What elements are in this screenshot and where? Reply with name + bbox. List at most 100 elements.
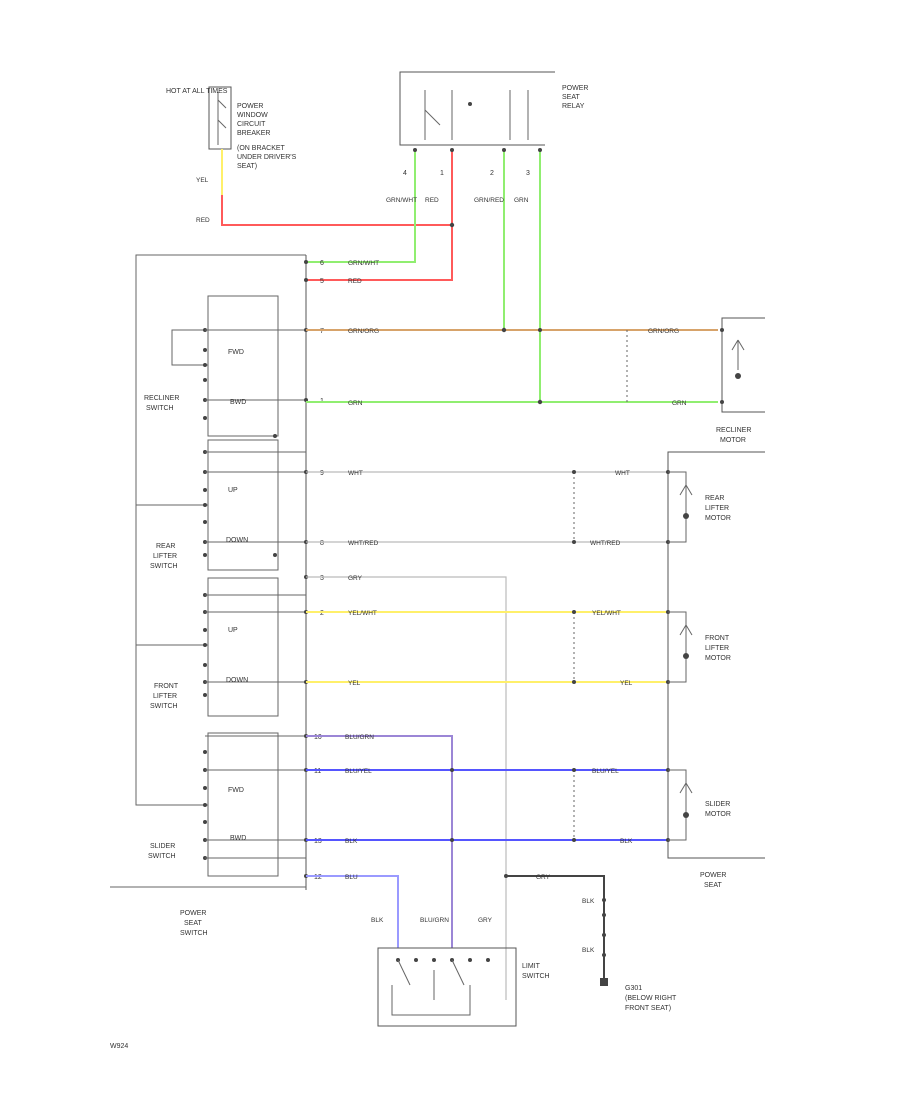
ground-label-3: FRONT SEAT)	[625, 1005, 671, 1012]
figure-id: W924	[110, 1043, 128, 1050]
rear-down-label: DOWN	[226, 537, 248, 544]
blk-ground-label-2: BLK	[582, 947, 595, 954]
front-lifter-switch-label-3: SWITCH	[150, 703, 178, 710]
blk-label-right: BLK	[620, 838, 633, 845]
slider-motor-label: SLIDER	[705, 801, 730, 808]
gry-label: GRY	[348, 575, 363, 582]
power-seat-relay-label-3: RELAY	[562, 103, 585, 110]
red-wire-to-relay	[221, 195, 452, 226]
power-seat-relay-label-2: SEAT	[562, 94, 580, 101]
switch-pin: 8	[320, 540, 324, 547]
gry-limit-label: GRY	[478, 917, 493, 924]
switch-contacts	[203, 328, 277, 860]
ground-label-2: (BELOW RIGHT	[625, 995, 677, 1002]
grn-org-label: GRN/ORG	[348, 328, 379, 335]
power-seat-motors: POWER SEAT REAR LIFTER MOTOR FRONT LIFTE…	[666, 451, 765, 889]
blu-label: BLU	[345, 874, 358, 881]
front-lifter-switch-label: FRONT	[154, 683, 179, 690]
relay-pin-2: 2	[490, 170, 494, 177]
power-window-cb-label-5: (ON BRACKET	[237, 145, 286, 152]
blu-grn-limit-label: BLU/GRN	[420, 917, 449, 924]
yel-wire-label: YEL	[196, 177, 209, 184]
recliner-switch-label-2: SWITCH	[146, 405, 174, 412]
power-seat-relay: POWER SEAT RELAY 4 1 2 3	[399, 71, 588, 177]
hot-at-all-times-label: HOT AT ALL TIMES	[166, 88, 228, 95]
rear-lifter-switch-label: REAR	[156, 543, 175, 550]
wht-red-label: WHT/RED	[348, 540, 379, 547]
yel-wht-label-right: YEL/WHT	[592, 610, 621, 617]
switch-pin: 13	[314, 838, 322, 845]
blk-limit-label: BLK	[371, 917, 384, 924]
blu-grn-wire	[306, 735, 453, 948]
slider-fwd-label: FWD	[228, 787, 244, 794]
red-wire	[306, 150, 453, 281]
blu-yel-label-right: BLU/YEL	[592, 768, 619, 775]
rear-lifter-motor-label-2: LIFTER	[705, 505, 729, 512]
relay-pin-3: 3	[526, 170, 530, 177]
limit-switch-label-2: SWITCH	[522, 973, 550, 980]
ground-g301: BLK BLK GRY G301 (BELOW RIGHT FRONT SEAT…	[504, 874, 677, 1012]
grn-wht-label: GRN/WHT	[386, 197, 417, 204]
recliner-fwd-label: FWD	[228, 349, 244, 356]
power-seat-label-2: SEAT	[704, 882, 722, 889]
power-seat-relay-label: POWER	[562, 85, 588, 92]
recliner-motor-label: RECLINER	[716, 427, 751, 434]
grn-row-label: GRN	[348, 400, 363, 407]
wht-label-right: WHT	[615, 470, 630, 477]
slider-bwd-label: BWD	[230, 835, 246, 842]
rear-lifter-motor-label-3: MOTOR	[705, 515, 731, 522]
power-seat-switch-label-3: SWITCH	[180, 930, 208, 937]
row-red-label: RED	[348, 278, 362, 285]
recliner-motor: RECLINER MOTOR	[716, 317, 765, 444]
ground-label: G301	[625, 985, 642, 992]
rear-lifter-switch-label-2: LIFTER	[153, 553, 177, 560]
yel-row-label: YEL	[348, 680, 361, 687]
limit-switch: LIMIT SWITCH	[377, 947, 550, 1027]
gry-wire	[306, 576, 507, 1000]
power-window-cb-label-3: CIRCUIT	[237, 121, 266, 128]
slider-switch-label: SLIDER	[150, 843, 175, 850]
power-seat-switch-label-2: SEAT	[184, 920, 202, 927]
switch-pin: 7	[320, 328, 324, 335]
grn-org-label-right: GRN/ORG	[648, 328, 679, 335]
slider-motor-label-2: MOTOR	[705, 811, 731, 818]
front-lifter-motor-label: FRONT	[705, 635, 730, 642]
power-window-cb-label: POWER	[237, 103, 263, 110]
grn-label: GRN	[514, 197, 529, 204]
wht-red-label-right: WHT/RED	[590, 540, 621, 547]
rear-lifter-switch-label-3: SWITCH	[150, 563, 178, 570]
slider-switch-label-2: SWITCH	[148, 853, 176, 860]
switch-pin: 3	[320, 575, 324, 582]
rear-up-label: UP	[228, 487, 238, 494]
blu-wire	[306, 875, 399, 948]
switch-pin: 5	[320, 278, 324, 285]
blk-ground-label: BLK	[582, 898, 595, 905]
red-wire-label: RED	[196, 217, 210, 224]
front-lifter-motor-label-2: LIFTER	[705, 645, 729, 652]
grn-red-label: GRN/RED	[474, 197, 504, 204]
recliner-bwd-label: BWD	[230, 399, 246, 406]
power-window-cb-label-2: WINDOW	[237, 112, 268, 119]
front-down-label: DOWN	[226, 677, 248, 684]
switch-pin: 12	[314, 874, 322, 881]
relay-pin-1: 1	[440, 170, 444, 177]
grn-row-label-right: GRN	[672, 400, 687, 407]
power-seat-switch-label: POWER	[180, 910, 206, 917]
gry-ground-label: GRY	[536, 874, 551, 881]
power-seat-switch: POWER SEAT SWITCH	[110, 254, 307, 937]
front-lifter-motor-label-3: MOTOR	[705, 655, 731, 662]
blu-yel-label: BLU/YEL	[345, 768, 372, 775]
recliner-switch-label: RECLINER	[144, 395, 179, 402]
switch-pin: 11	[314, 768, 321, 775]
front-up-label: UP	[228, 627, 238, 634]
relay-pin-4: 4	[403, 170, 407, 177]
blu-grn-label: BLU/GRN	[345, 734, 374, 741]
switch-pin: 6	[320, 260, 324, 267]
recliner-motor-label-2: MOTOR	[720, 437, 746, 444]
blk-label: BLK	[345, 838, 358, 845]
limit-switch-label: LIMIT	[522, 963, 541, 970]
yel-row-label-right: YEL	[620, 680, 633, 687]
rear-lifter-motor-label: REAR	[705, 495, 724, 502]
switch-pin: 10	[314, 734, 322, 741]
red-label: RED	[425, 197, 439, 204]
